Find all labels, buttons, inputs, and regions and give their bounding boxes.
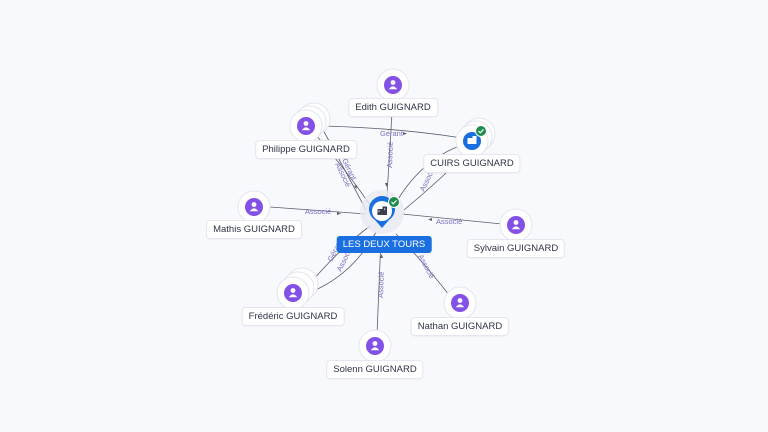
edge-label-mathis-associe: Associé [305, 207, 331, 216]
building-icon [467, 136, 477, 144]
arrowhead [428, 218, 432, 221]
node-philippe[interactable] [289, 102, 331, 143]
person-icon [388, 80, 398, 90]
edge-label-philippe-company-gerant: Gérant [380, 129, 404, 138]
person-icon [249, 202, 259, 212]
check-badge-icon [475, 125, 487, 137]
edge-label-solenn-associe: Associé [376, 272, 386, 299]
label-edith: Edith GUIGNARD [349, 99, 437, 116]
arrowhead [380, 254, 383, 258]
arrowhead [385, 183, 388, 187]
check-badge-icon [388, 196, 400, 208]
node-sylvain[interactable] [499, 208, 533, 242]
building-icon [377, 206, 387, 215]
edge-solenn-center [376, 237, 382, 335]
label-mathis: Mathis GUIGNARD [207, 221, 301, 238]
label-sylvain: Sylvain GUIGNARD [467, 240, 565, 257]
label-frederic: Frédéric GUIGNARD [242, 308, 344, 325]
arrowhead [403, 132, 407, 135]
node-nathan[interactable] [443, 286, 477, 320]
edge-philippe-company [321, 125, 463, 139]
edge-label-sylvain-associe: Associé [436, 217, 462, 226]
person-icon [370, 341, 380, 351]
edge-company-center [393, 144, 463, 207]
node-les-deux-tours[interactable] [360, 190, 404, 234]
node-solenn[interactable] [358, 329, 392, 363]
node-edith[interactable] [376, 68, 410, 102]
edge-mathis-center [269, 206, 367, 215]
edge-label-nathan-associe: Associé [416, 253, 436, 280]
label-les-deux-tours: LES DEUX TOURS [336, 236, 432, 253]
node-mathis[interactable] [237, 190, 271, 224]
edge-philippe-center-2 [321, 127, 367, 211]
label-solenn: Solenn GUIGNARD [327, 361, 423, 378]
person-icon [288, 288, 298, 298]
edge-sylvain-center [401, 213, 503, 225]
label-philippe: Philippe GUIGNARD [256, 141, 356, 158]
person-icon [455, 298, 465, 308]
node-cuirs-guignard[interactable] [455, 117, 496, 158]
label-cuirs-guignard: CUIRS GUIGNARD [424, 155, 520, 172]
node-frederic[interactable] [276, 267, 319, 310]
person-icon [511, 220, 521, 230]
label-nathan: Nathan GUIGNARD [411, 318, 509, 335]
edge-label-edith-associe: Associé [385, 142, 395, 169]
arrowhead [337, 212, 341, 215]
arrowhead [354, 185, 357, 189]
person-icon [301, 121, 311, 131]
